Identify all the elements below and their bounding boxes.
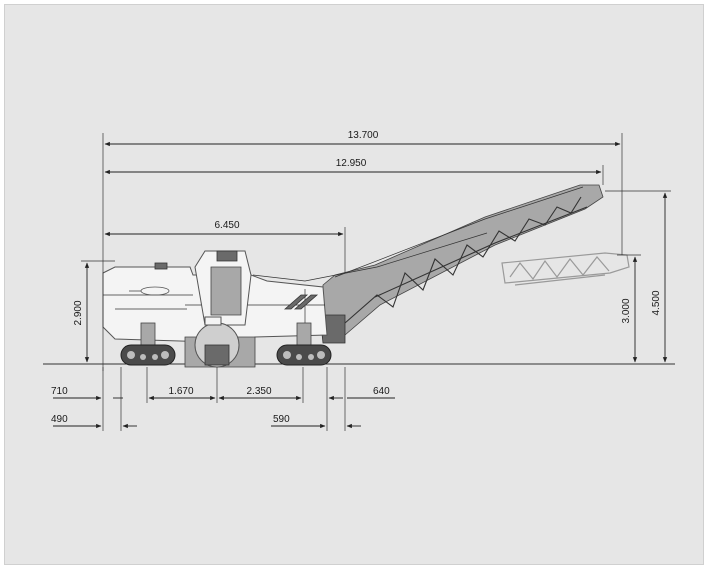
dim-conveyor-length: 12.950 bbox=[104, 158, 602, 175]
dim-rear-overhang-label: 640 bbox=[373, 386, 390, 397]
dim-drum-to-rear-track-label: 2.350 bbox=[246, 386, 271, 397]
conveyor bbox=[252, 184, 604, 344]
dim-rear-overhang: 640 bbox=[328, 386, 395, 401]
milling-machine bbox=[102, 184, 630, 368]
dim-discharge-height-low: 3.000 bbox=[621, 256, 638, 363]
machine-dimension-drawing: 13.700 12.950 6.450 2.900 3.000 4.500 71… bbox=[43, 130, 675, 431]
dim-overall-length: 13.700 bbox=[104, 130, 621, 147]
dim-discharge-height-low-label: 3.000 bbox=[621, 298, 632, 323]
dim-front-overhang-label: 710 bbox=[51, 386, 68, 397]
dim-machine-length: 6.450 bbox=[104, 220, 344, 237]
dim-front-track-to-drum-label: 1.670 bbox=[168, 386, 193, 397]
front-track bbox=[120, 322, 176, 366]
dim-conveyor-length-label: 12.950 bbox=[336, 158, 367, 169]
conveyor-lowered-ghost bbox=[501, 252, 630, 286]
dim-overall-length-label: 13.700 bbox=[348, 130, 379, 141]
dim-rear-track-offset: 590 bbox=[271, 414, 361, 429]
dim-machine-length-label: 6.450 bbox=[214, 220, 239, 231]
dim-discharge-height-high-label: 4.500 bbox=[651, 290, 662, 315]
dim-drum-to-rear-track: 2.350 bbox=[218, 386, 302, 401]
dim-front-track-offset: 490 bbox=[51, 414, 137, 429]
dim-rear-track-offset-label: 590 bbox=[273, 414, 290, 425]
machine-body bbox=[102, 250, 328, 368]
dim-front-track-to-drum: 1.670 bbox=[148, 386, 216, 401]
dim-machine-height: 2.900 bbox=[73, 262, 90, 363]
dim-front-track-offset-label: 490 bbox=[51, 414, 68, 425]
dim-machine-height-label: 2.900 bbox=[73, 300, 84, 325]
dim-front-overhang: 710 bbox=[51, 386, 123, 401]
dim-discharge-height-high: 4.500 bbox=[651, 192, 668, 363]
rear-track bbox=[276, 322, 332, 366]
drawing-frame: 13.700 12.950 6.450 2.900 3.000 4.500 71… bbox=[4, 4, 704, 565]
